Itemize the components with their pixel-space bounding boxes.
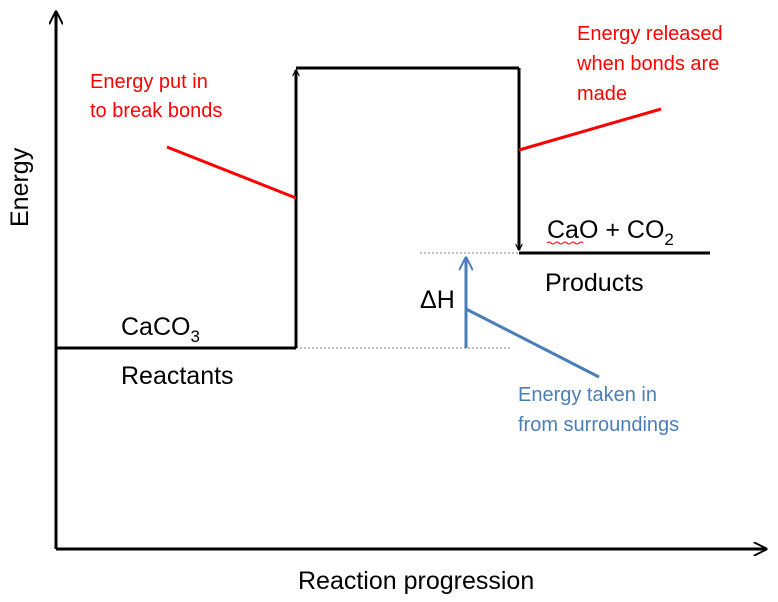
reactants-label: Reactants [121, 362, 234, 390]
x-axis-title: Reaction progression [298, 567, 534, 595]
reactant-formula: CaCO3 [121, 313, 200, 346]
y-axis-title: Energy [6, 147, 34, 227]
bond-making-pointer [518, 107, 662, 152]
bond-breaking-pointer [166, 145, 297, 200]
surroundings-pointer [465, 307, 600, 379]
delta-h-label: ΔH [420, 286, 455, 314]
products-label: Products [545, 269, 644, 297]
surroundings-annotation: Energy taken in from surroundings [518, 384, 679, 436]
bond-breaking-annotation: Energy put in to break bonds [90, 71, 222, 122]
product-formula: CaO + CO2 [547, 216, 674, 249]
bond-making-annotation: Energy released when bonds are made [576, 23, 728, 105]
spellcheck-underline [546, 241, 584, 245]
